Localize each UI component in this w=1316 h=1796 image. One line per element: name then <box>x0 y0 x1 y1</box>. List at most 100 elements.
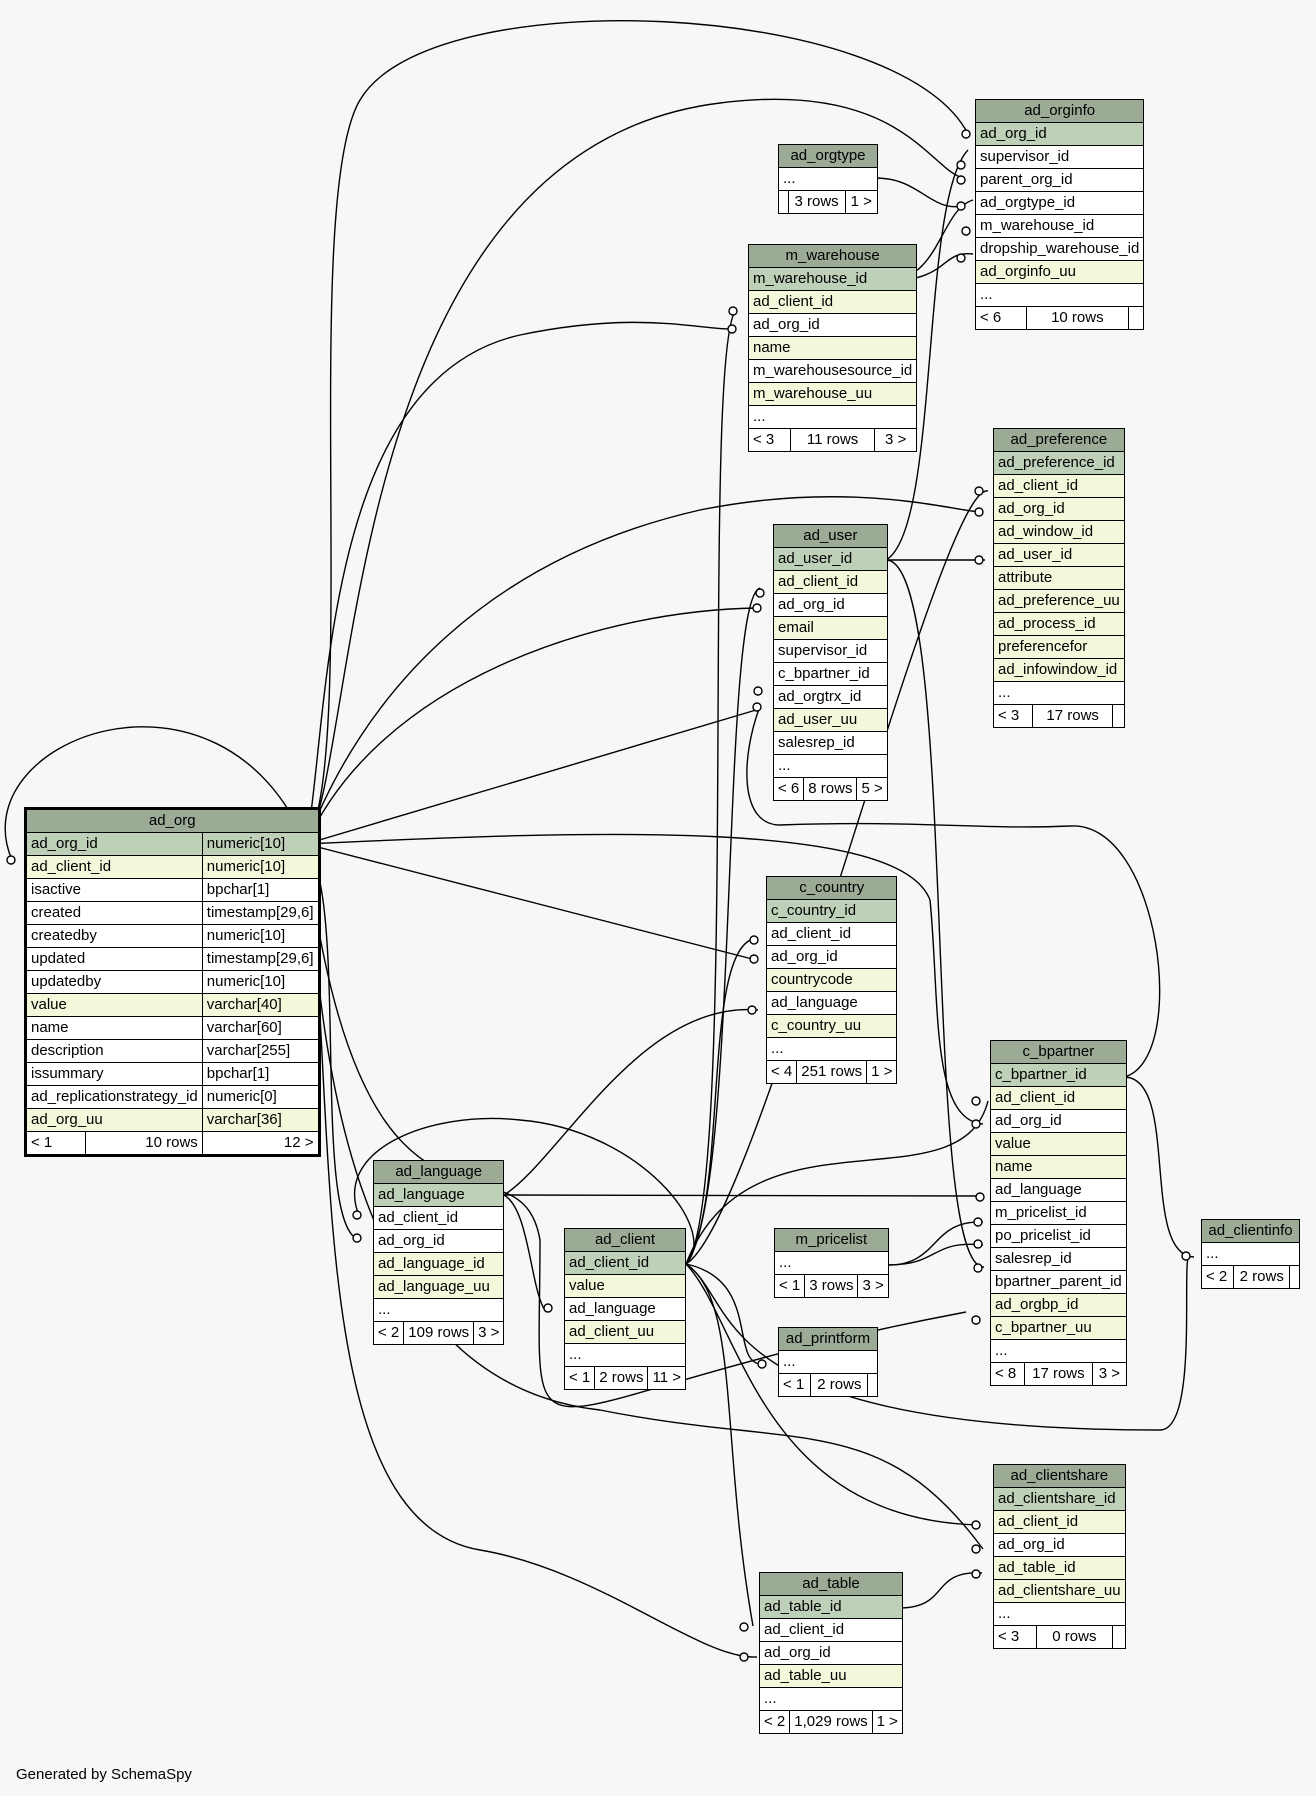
column-row[interactable]: m_warehouse_uu <box>747 382 918 406</box>
column-row[interactable]: m_pricelist_id <box>990 1201 1127 1225</box>
column-row[interactable]: ad_language_uu <box>372 1275 505 1299</box>
column-row[interactable]: ad_org_id <box>759 1641 903 1665</box>
column-row[interactable]: ad_table_id <box>759 1595 903 1619</box>
column-row[interactable]: ... <box>747 405 918 429</box>
column-row[interactable]: ad_clientshare_uu <box>993 1579 1126 1603</box>
column-row[interactable]: ad_client_id <box>759 1618 903 1642</box>
column-row[interactable]: ad_orgtype_id <box>974 191 1145 215</box>
column-row[interactable]: name <box>747 336 918 360</box>
column-row[interactable]: ad_org_id <box>747 313 918 337</box>
column-row[interactable]: ad_client_id <box>747 290 918 314</box>
column-row[interactable]: m_warehousesource_id <box>747 359 918 383</box>
column-row[interactable]: ad_language <box>564 1297 686 1321</box>
column-row[interactable]: c_country_id <box>765 899 898 923</box>
column-row[interactable]: ad_client_id <box>993 474 1125 498</box>
column-row[interactable]: ad_infowindow_id <box>993 658 1125 682</box>
column-row[interactable]: ad_language <box>990 1178 1127 1202</box>
column-row[interactable]: value <box>564 1274 686 1298</box>
column-row[interactable]: ad_user_id <box>993 543 1125 567</box>
column-row[interactable]: ad_client_uu <box>564 1320 686 1344</box>
column-row[interactable]: value <box>990 1132 1127 1156</box>
column-row[interactable]: ... <box>765 1037 898 1061</box>
column-row[interactable]: ... <box>372 1298 505 1322</box>
column-row[interactable]: po_pricelist_id <box>990 1224 1127 1248</box>
column-row[interactable]: ad_language_id <box>372 1252 505 1276</box>
column-row[interactable]: preferencefor <box>993 635 1125 659</box>
column-row[interactable]: ad_orgtrx_id <box>773 685 888 709</box>
column-row[interactable]: bpartner_parent_id <box>990 1270 1127 1294</box>
column-row[interactable]: ad_client_id <box>564 1251 686 1275</box>
column-row[interactable]: ... <box>778 1350 878 1374</box>
column-row[interactable]: ad_org_id <box>765 945 898 969</box>
column-row[interactable]: ad_org_id <box>773 593 888 617</box>
column-row[interactable]: c_bpartner_id <box>773 662 888 686</box>
column-row[interactable]: ad_user_id <box>773 547 888 571</box>
column-row[interactable]: ... <box>774 1251 889 1275</box>
column-row[interactable]: ad_window_id <box>993 520 1125 544</box>
column-row[interactable]: ad_language <box>372 1183 505 1207</box>
column-row[interactable]: ad_orgbp_id <box>990 1293 1127 1317</box>
column-row[interactable]: c_country_uu <box>765 1014 898 1038</box>
column-row[interactable]: ... <box>564 1343 686 1367</box>
column-row[interactable]: salesrep_id <box>773 731 888 755</box>
column-row[interactable]: m_warehouse_id <box>974 214 1145 238</box>
column-row[interactable]: ad_user_uu <box>773 708 888 732</box>
column-row[interactable]: ad_clientshare_id <box>993 1487 1126 1511</box>
column-row[interactable]: ad_org_id <box>993 497 1125 521</box>
column-row[interactable]: ad_client_id <box>993 1510 1126 1534</box>
column-row[interactable]: ad_org_id <box>993 1533 1126 1557</box>
column-row[interactable]: m_warehouse_id <box>747 267 918 291</box>
column-row[interactable]: ad_org_id <box>990 1109 1127 1133</box>
column-row[interactable]: ad_org_id <box>372 1229 505 1253</box>
column-row[interactable]: ... <box>778 167 878 191</box>
column-row[interactable]: ad_client_id <box>765 922 898 946</box>
column-row[interactable]: ad_orginfo_uu <box>974 260 1145 284</box>
column-row[interactable]: ad_table_id <box>993 1556 1126 1580</box>
column-row[interactable]: ... <box>990 1339 1127 1363</box>
column-row[interactable]: name <box>990 1155 1127 1179</box>
column-row[interactable]: ... <box>759 1687 903 1711</box>
column-row[interactable]: supervisor_id <box>974 145 1145 169</box>
column-row[interactable]: ad_client_id <box>372 1206 505 1230</box>
column-row[interactable]: ... <box>773 754 888 778</box>
column-row[interactable]: ... <box>993 681 1125 705</box>
column-row[interactable]: parent_org_id <box>974 168 1145 192</box>
column-row[interactable]: c_bpartner_uu <box>990 1316 1127 1340</box>
column-row[interactable]: ad_org_id <box>974 122 1145 146</box>
column-row[interactable]: ... <box>1201 1242 1300 1266</box>
column-row[interactable]: ad_preference_id <box>993 451 1125 475</box>
column-row[interactable]: ad_client_id <box>990 1086 1127 1110</box>
column-row[interactable]: attribute <box>993 566 1125 590</box>
column-row[interactable]: salesrep_id <box>990 1247 1127 1271</box>
column-row[interactable]: countrycode <box>765 968 898 992</box>
column-row[interactable]: c_bpartner_id <box>990 1063 1127 1087</box>
column-row[interactable]: ad_table_uu <box>759 1664 903 1688</box>
column-row[interactable]: ad_preference_uu <box>993 589 1125 613</box>
column-row[interactable]: ... <box>974 283 1145 307</box>
column-row[interactable]: email <box>773 616 888 640</box>
